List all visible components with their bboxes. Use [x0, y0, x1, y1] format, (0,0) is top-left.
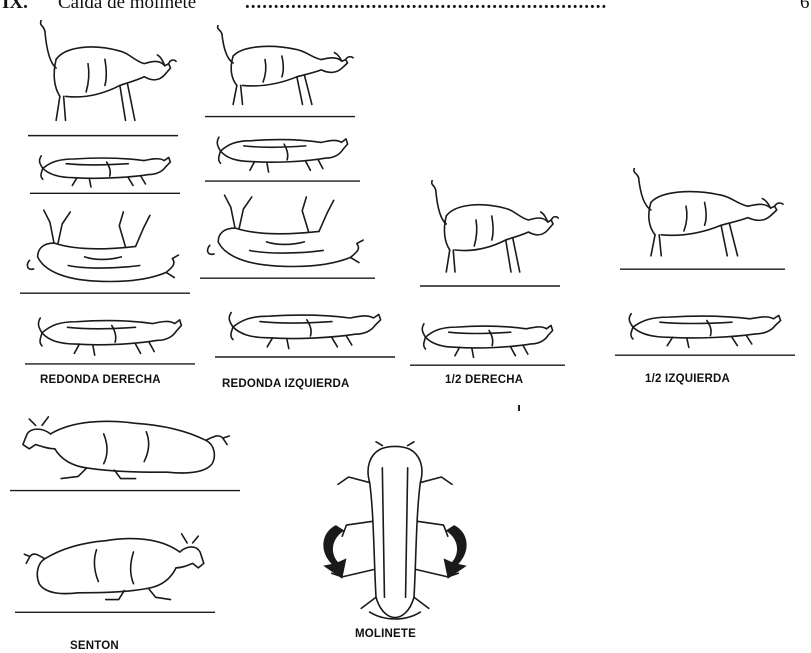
label-media-derecha: 1/2 DERECHA — [445, 374, 523, 386]
header-text: Caída de molinete — [58, 0, 196, 14]
bull-sitting-1-figure — [10, 402, 240, 494]
bull-standing-3-figure — [420, 180, 560, 290]
label-media-izquierda: 1/2 IZQUIERDA — [645, 373, 730, 385]
label-molinete: MOLINETE — [355, 628, 416, 640]
label-redonda-derecha: REDONDA DERECHA — [40, 374, 161, 386]
bull-lying-5-figure — [410, 312, 565, 368]
bull-on-back-1-figure — [20, 205, 190, 295]
bull-lying-side-1-figure — [30, 145, 180, 195]
page-header: IX. Caída de molinete ..................… — [0, 0, 811, 14]
bull-on-back-2-figure — [200, 190, 375, 280]
bull-standing-2-figure — [205, 25, 355, 120]
dot-leader: ........................................… — [245, 0, 607, 14]
bull-sitting-2-figure — [15, 518, 215, 616]
scan-speck — [518, 405, 520, 411]
item-number: IX. — [2, 0, 28, 14]
bull-standing-1-figure — [28, 20, 178, 140]
page-number: 6 — [800, 0, 810, 14]
bull-standing-4-figure — [620, 168, 785, 273]
bull-lying-6-figure — [615, 302, 795, 358]
bull-lying-4-figure — [215, 300, 395, 360]
label-redonda-izquierda: REDONDA IZQUIERDA — [222, 378, 350, 390]
bull-lying-side-2-figure — [205, 125, 360, 183]
bull-lying-3-figure — [25, 305, 195, 367]
bull-molinete-top-figure — [300, 440, 490, 625]
label-senton: SENTON — [70, 640, 119, 652]
